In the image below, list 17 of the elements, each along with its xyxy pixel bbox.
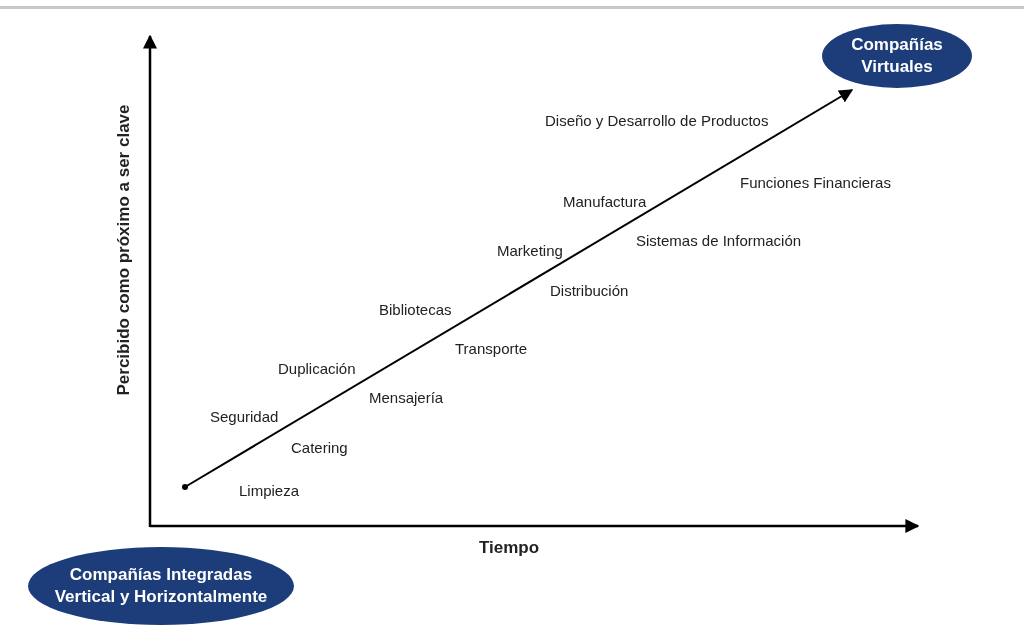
function-label: Mensajería xyxy=(369,388,444,406)
function-label: Manufactura xyxy=(563,192,647,210)
function-label: Diseño y Desarrollo de Productos xyxy=(545,111,769,129)
function-label: Marketing xyxy=(497,241,563,259)
function-label: Duplicación xyxy=(278,359,356,377)
function-label: Distribución xyxy=(550,281,629,299)
ellipse-node: Compañías Virtuales xyxy=(822,24,972,88)
function-label: Funciones Financieras xyxy=(740,173,891,191)
function-label: Seguridad xyxy=(210,407,279,425)
axis-title: Tiempo xyxy=(478,538,540,558)
function-label: Transporte xyxy=(455,339,527,357)
function-label: Sistemas de Información xyxy=(636,231,802,249)
axis-title: Percibido como próximo a ser clave xyxy=(114,104,134,396)
function-label: Limpieza xyxy=(239,481,300,499)
ellipse-node: Compañías Integradas Vertical y Horizontalmente xyxy=(28,547,294,625)
function-label: Bibliotecas xyxy=(379,300,452,318)
function-label: Catering xyxy=(291,438,348,456)
